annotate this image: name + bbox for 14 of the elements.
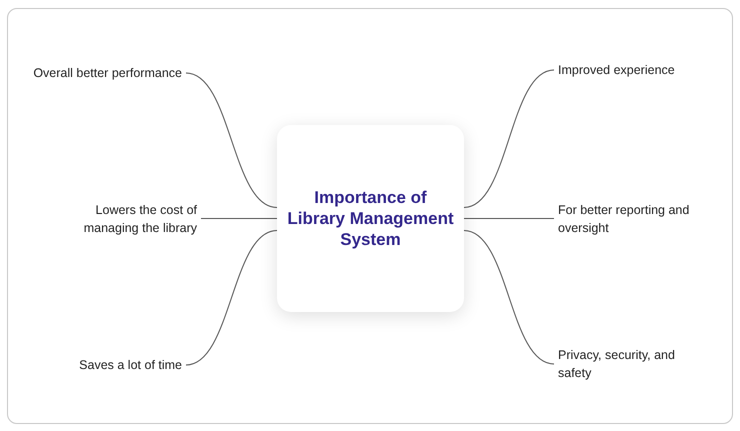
benefit-label: Privacy, security, and safety xyxy=(554,346,708,382)
topic-card xyxy=(277,125,464,312)
benefit-label: For better reporting and oversight xyxy=(554,201,718,237)
benefit-label: Saves a lot of time xyxy=(16,356,186,374)
topic-title: Importance of Library Management System xyxy=(286,187,455,250)
connector-line xyxy=(464,230,554,364)
benefit-label: Overall better performance xyxy=(16,64,186,82)
connector-line xyxy=(186,230,278,366)
connector-line xyxy=(186,72,278,208)
connector-line xyxy=(200,218,278,219)
benefit-label: Improved experience xyxy=(554,61,728,79)
connector-line xyxy=(464,218,554,219)
benefit-label: Lowers the cost of managing the library xyxy=(51,201,201,237)
connector-line xyxy=(464,70,554,208)
